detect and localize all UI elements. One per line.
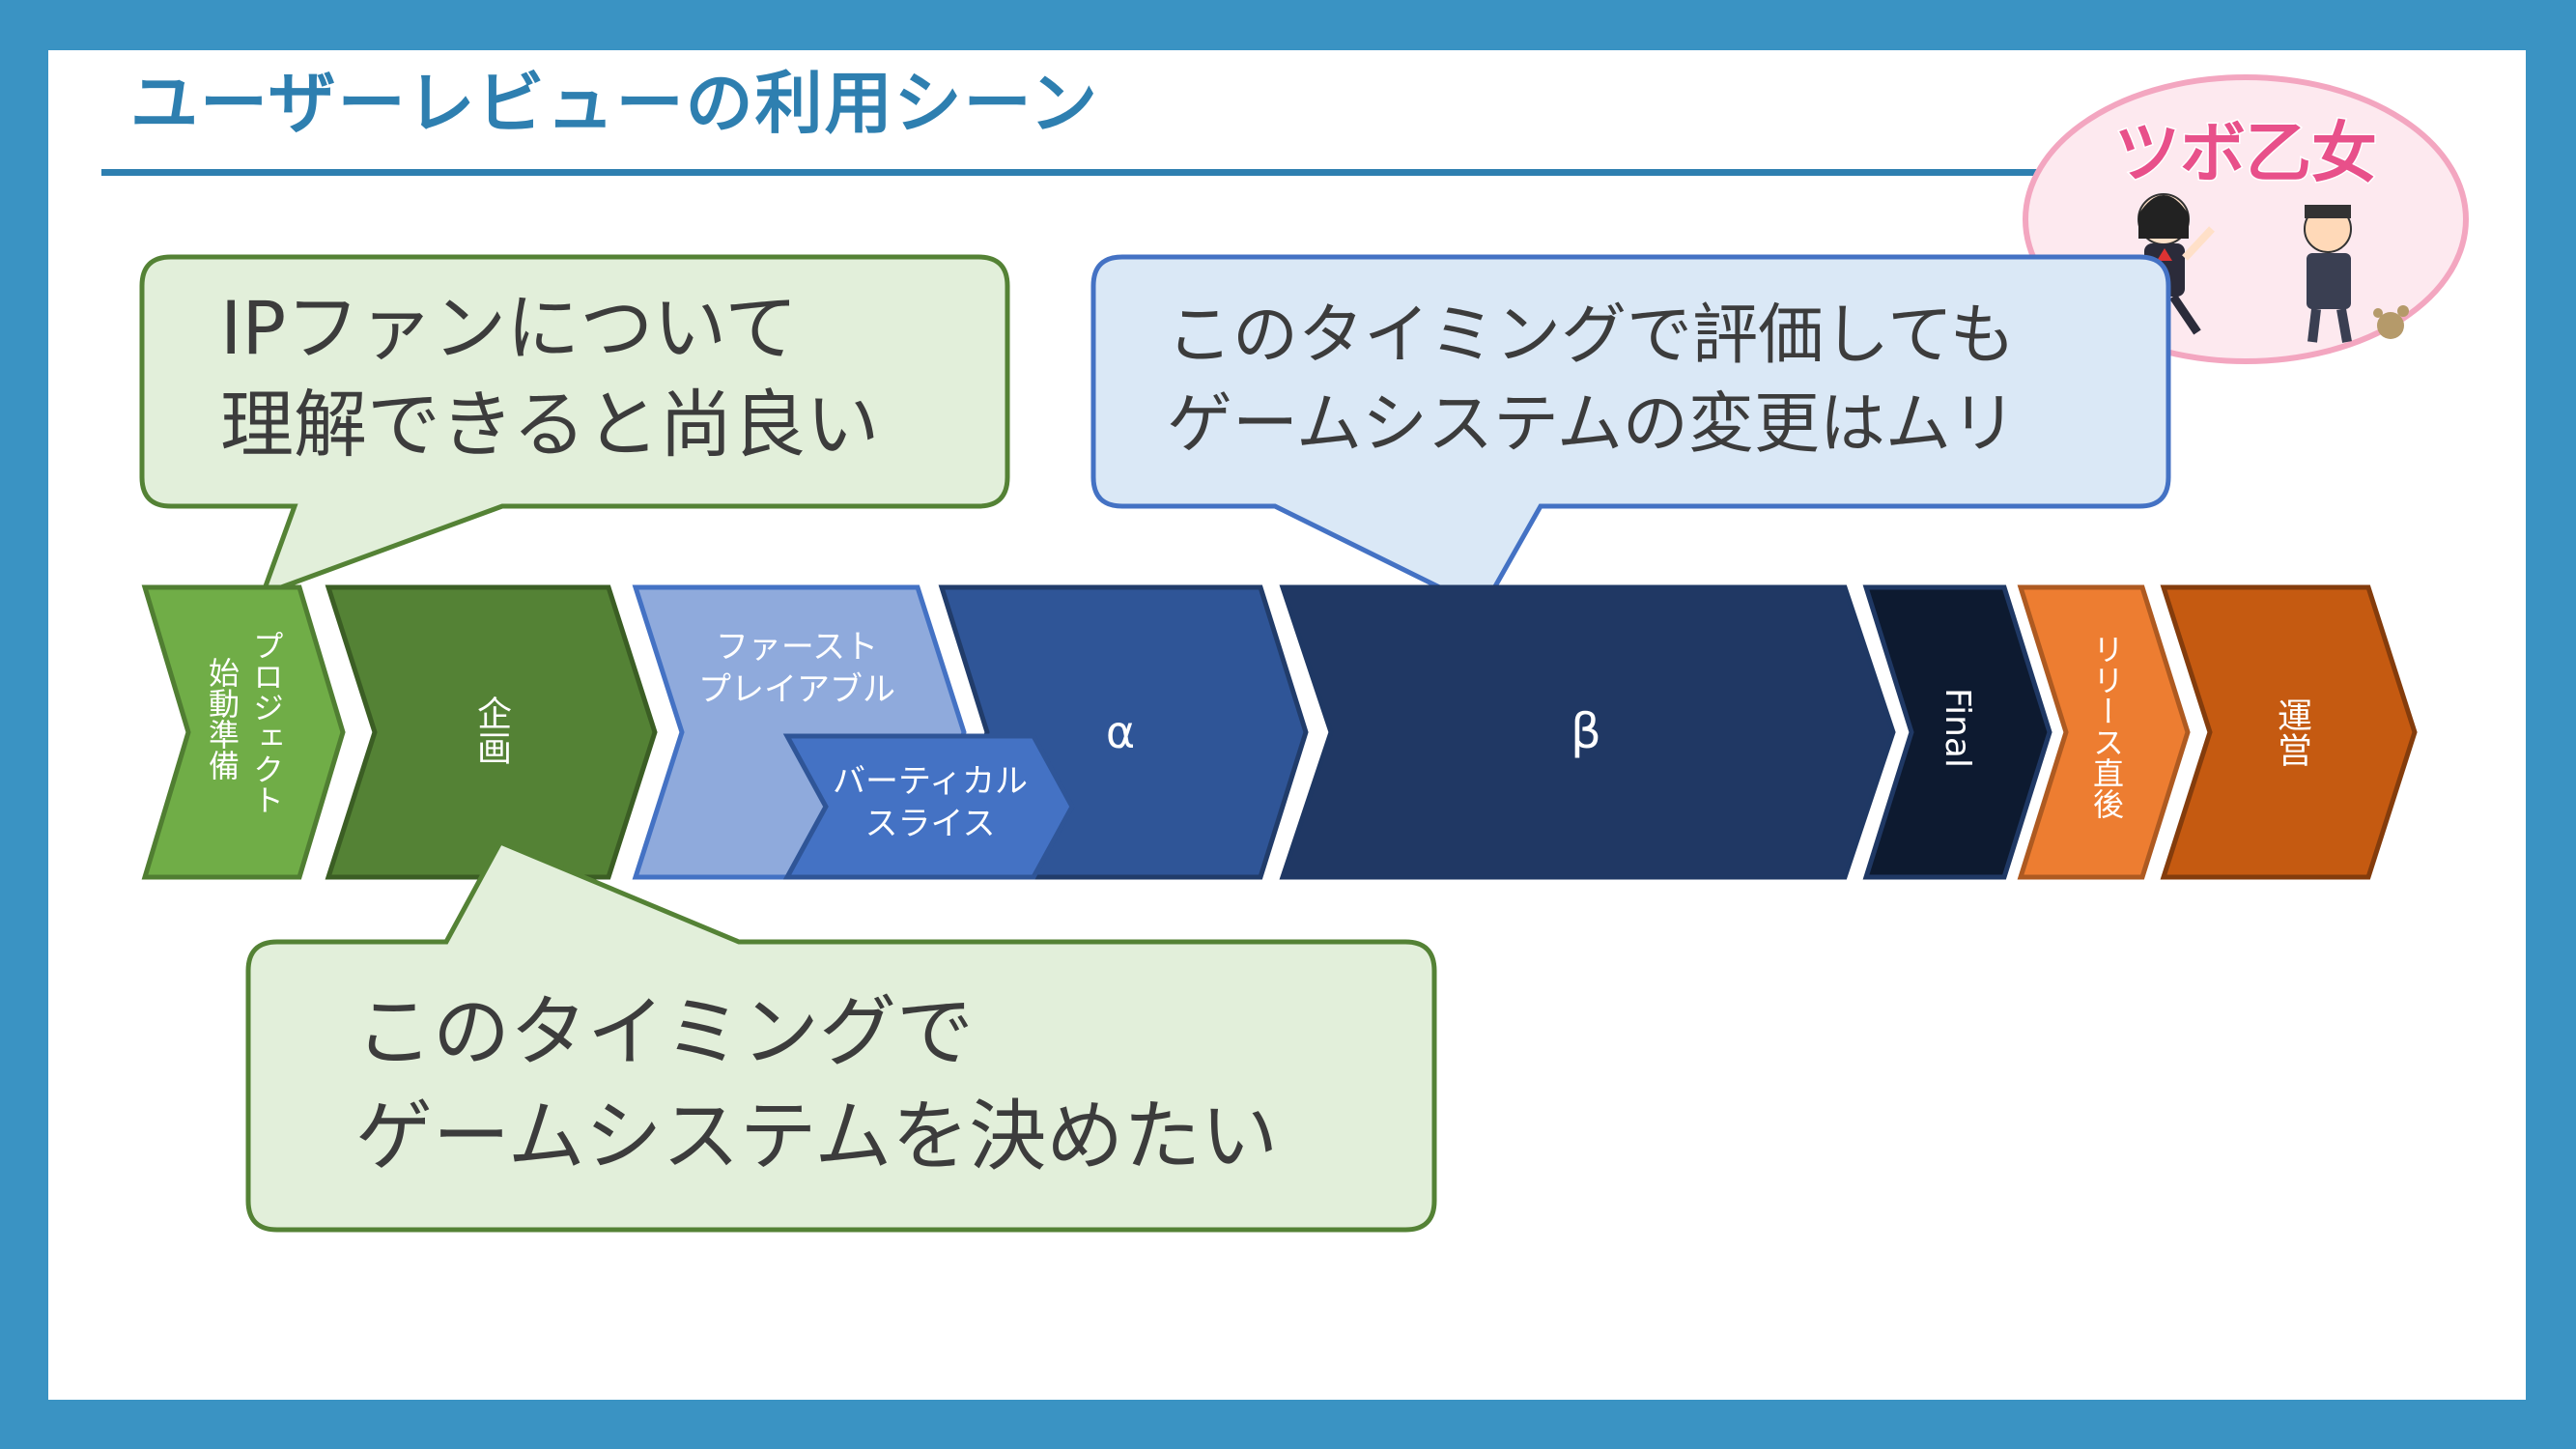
ip-fan-bubble-text: IPファンについて 理解できると尚良い bbox=[220, 280, 879, 473]
phase-label-alpha: α bbox=[1105, 706, 1136, 758]
phase-label-first-playable: ファースト プレイアブル bbox=[681, 626, 913, 711]
phase-chevron-release bbox=[2017, 584, 2191, 880]
planning-note-line-2: ゲームシステムを決めたい bbox=[355, 1092, 1279, 1181]
phase-chevron-planning bbox=[325, 584, 658, 880]
slide-title: ユーザーレビューの利用シーン bbox=[130, 64, 1100, 143]
beta-note-line-2: ゲームシステムの変更はムリ bbox=[1167, 386, 2017, 463]
phase-label-final: Final bbox=[1938, 688, 1977, 768]
phase-label-beta: β bbox=[1571, 703, 1601, 759]
phase-label-operation: 運営 bbox=[2272, 697, 2311, 767]
beta-note-speech-bubble bbox=[1090, 254, 2171, 612]
planning-note-line-1: このタイミングで bbox=[355, 987, 974, 1077]
phase-label-prep-line-1: プロジェクト bbox=[248, 630, 285, 815]
phase-label-vertical-slice: バーティカル スライス bbox=[819, 760, 1041, 845]
first-playable-line-2: プレイアブル bbox=[698, 670, 895, 709]
planning-note-bubble-text: このタイミングで ゲームシステムを決めたい bbox=[355, 980, 1278, 1189]
phase-label-planning: 企画 bbox=[471, 696, 511, 765]
phase-chevron-final bbox=[1862, 584, 2052, 880]
phase-chevron-operation bbox=[2160, 584, 2418, 880]
logo-text: ツボ乙女 bbox=[2114, 116, 2377, 192]
phase-label-release: リリース直後 bbox=[2088, 634, 2125, 819]
phase-chevron-vertical-slice bbox=[782, 733, 1075, 880]
ip-fan-line-1: IPファンについて bbox=[220, 285, 798, 371]
first-playable-line-1: ファースト bbox=[715, 628, 879, 667]
phase-chevron-beta bbox=[1279, 584, 1896, 880]
ip-fan-speech-bubble bbox=[139, 254, 1010, 599]
planning-note-speech-bubble bbox=[245, 838, 1437, 1233]
phase-chevron-prep bbox=[141, 584, 346, 880]
vertical-slice-line-2: スライス bbox=[864, 805, 996, 843]
phase-label-prep-line-2: 始動準備 bbox=[204, 657, 241, 781]
beta-note-line-1: このタイミングで評価しても bbox=[1167, 298, 2016, 374]
ip-fan-line-2: 理解できると尚良い bbox=[220, 382, 880, 468]
vertical-slice-line-1: バーティカル bbox=[833, 762, 1028, 801]
title-underline bbox=[101, 169, 2052, 176]
beta-note-bubble-text: このタイミングで評価しても ゲームシステムの変更はムリ bbox=[1167, 292, 2017, 469]
